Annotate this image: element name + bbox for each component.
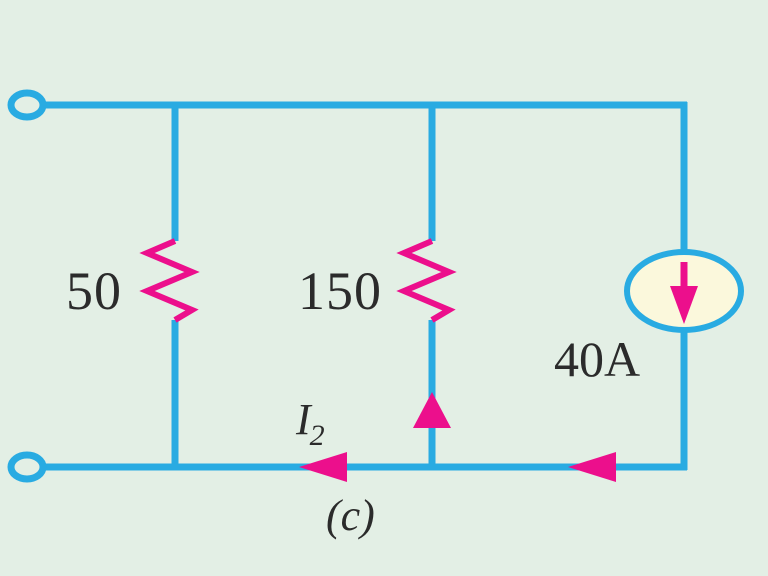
- figure-caption: (c): [326, 491, 375, 540]
- current-source-symbol: [624, 249, 744, 333]
- terminal-top-left[interactable]: [7, 89, 47, 121]
- resistor-middle-label: 150: [298, 261, 382, 321]
- branch-current-label: I2: [296, 398, 325, 451]
- resistor-left-label: 50: [66, 261, 122, 321]
- bottom-rail-current-arrow-left-icon: [299, 452, 347, 482]
- resistor-150-zigzag: [396, 238, 457, 323]
- bottom-rail-source-arrow-left-icon: [568, 452, 616, 482]
- current-source-label: 40A: [554, 331, 641, 387]
- branch-current-symbol: I: [296, 395, 311, 444]
- branch-current-arrow-up-icon: [413, 392, 451, 428]
- branch-current-subscript: 2: [309, 418, 325, 452]
- current-source-arrow-head: [670, 286, 698, 324]
- terminal-bottom-left[interactable]: [7, 451, 47, 483]
- terminal-group: [7, 89, 47, 483]
- resistor-50-zigzag: [139, 238, 200, 323]
